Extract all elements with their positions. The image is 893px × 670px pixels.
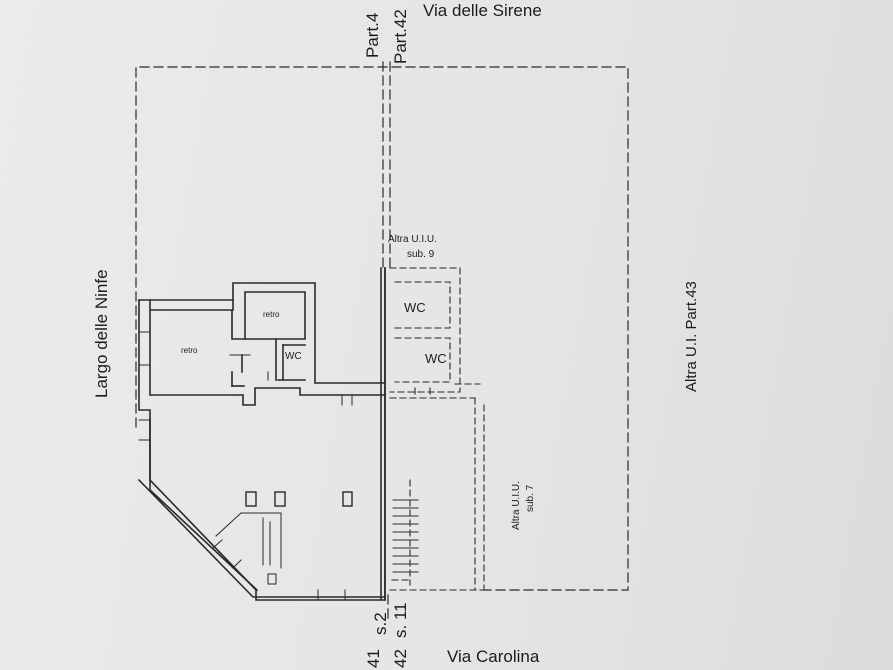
room-wc-2: WC bbox=[425, 351, 447, 366]
pillars bbox=[245, 491, 353, 507]
sub7-label-line1: Altra U.I.U. bbox=[511, 481, 522, 530]
parcel-bottom-a: 41 bbox=[364, 649, 383, 668]
sub9-label-line2: sub. 9 bbox=[407, 249, 435, 260]
street-left-label: Largo delle Ninfe bbox=[92, 269, 111, 398]
lot-boundary bbox=[135, 61, 629, 621]
parcel-bottom-d: s. 11 bbox=[391, 602, 410, 638]
neighbor-right-label: Altra U.I. Part.43 bbox=[683, 281, 700, 392]
room-retro-2: retro bbox=[263, 310, 280, 319]
parcel-top-b: Part.42 bbox=[391, 9, 410, 64]
neighbor-sub9 bbox=[389, 267, 481, 399]
room-retro-1: retro bbox=[181, 346, 198, 355]
neighbor-sub7-stairs bbox=[392, 499, 419, 573]
parcel-bottom-b: s.2 bbox=[371, 612, 390, 635]
parcel-bottom-c: 42 bbox=[391, 649, 410, 668]
room-wc-small: WC bbox=[285, 351, 302, 362]
parcel-top-a: Part.4 bbox=[363, 12, 382, 58]
sub9-label-line1: Altra U.I.U. bbox=[388, 234, 437, 245]
room-wc-1: WC bbox=[404, 300, 426, 315]
street-top-label: Via delle Sirene bbox=[423, 1, 542, 20]
sub7-label-line2: sub. 7 bbox=[525, 484, 536, 512]
door-details bbox=[138, 331, 353, 601]
unit-walls bbox=[137, 267, 386, 601]
street-bottom-label: Via Carolina bbox=[447, 647, 540, 666]
neighbor-sub7 bbox=[389, 397, 485, 591]
